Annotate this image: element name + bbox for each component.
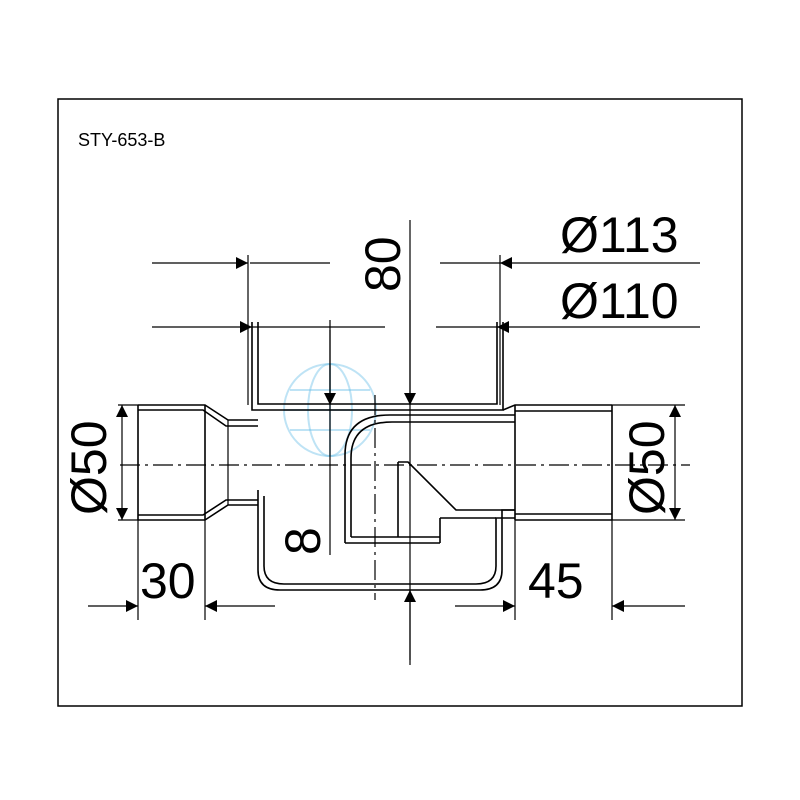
dim-height: 80 [355, 236, 411, 292]
dim-top-dia-outer: Ø113 [560, 207, 679, 263]
drain-body [137, 322, 613, 591]
dim-left-pipe-dia: Ø50 [61, 420, 117, 515]
dim-right-length: 45 [528, 553, 584, 609]
dim-top-dia-inner: Ø110 [560, 273, 679, 329]
dim-water-seal: 8 [275, 527, 331, 555]
model-label: STY-653-B [78, 130, 165, 150]
dim-right-pipe-dia: Ø50 [619, 420, 675, 515]
dimension-arrows [88, 257, 685, 660]
drawing-frame [57, 98, 743, 707]
dim-left-length: 30 [140, 553, 196, 609]
